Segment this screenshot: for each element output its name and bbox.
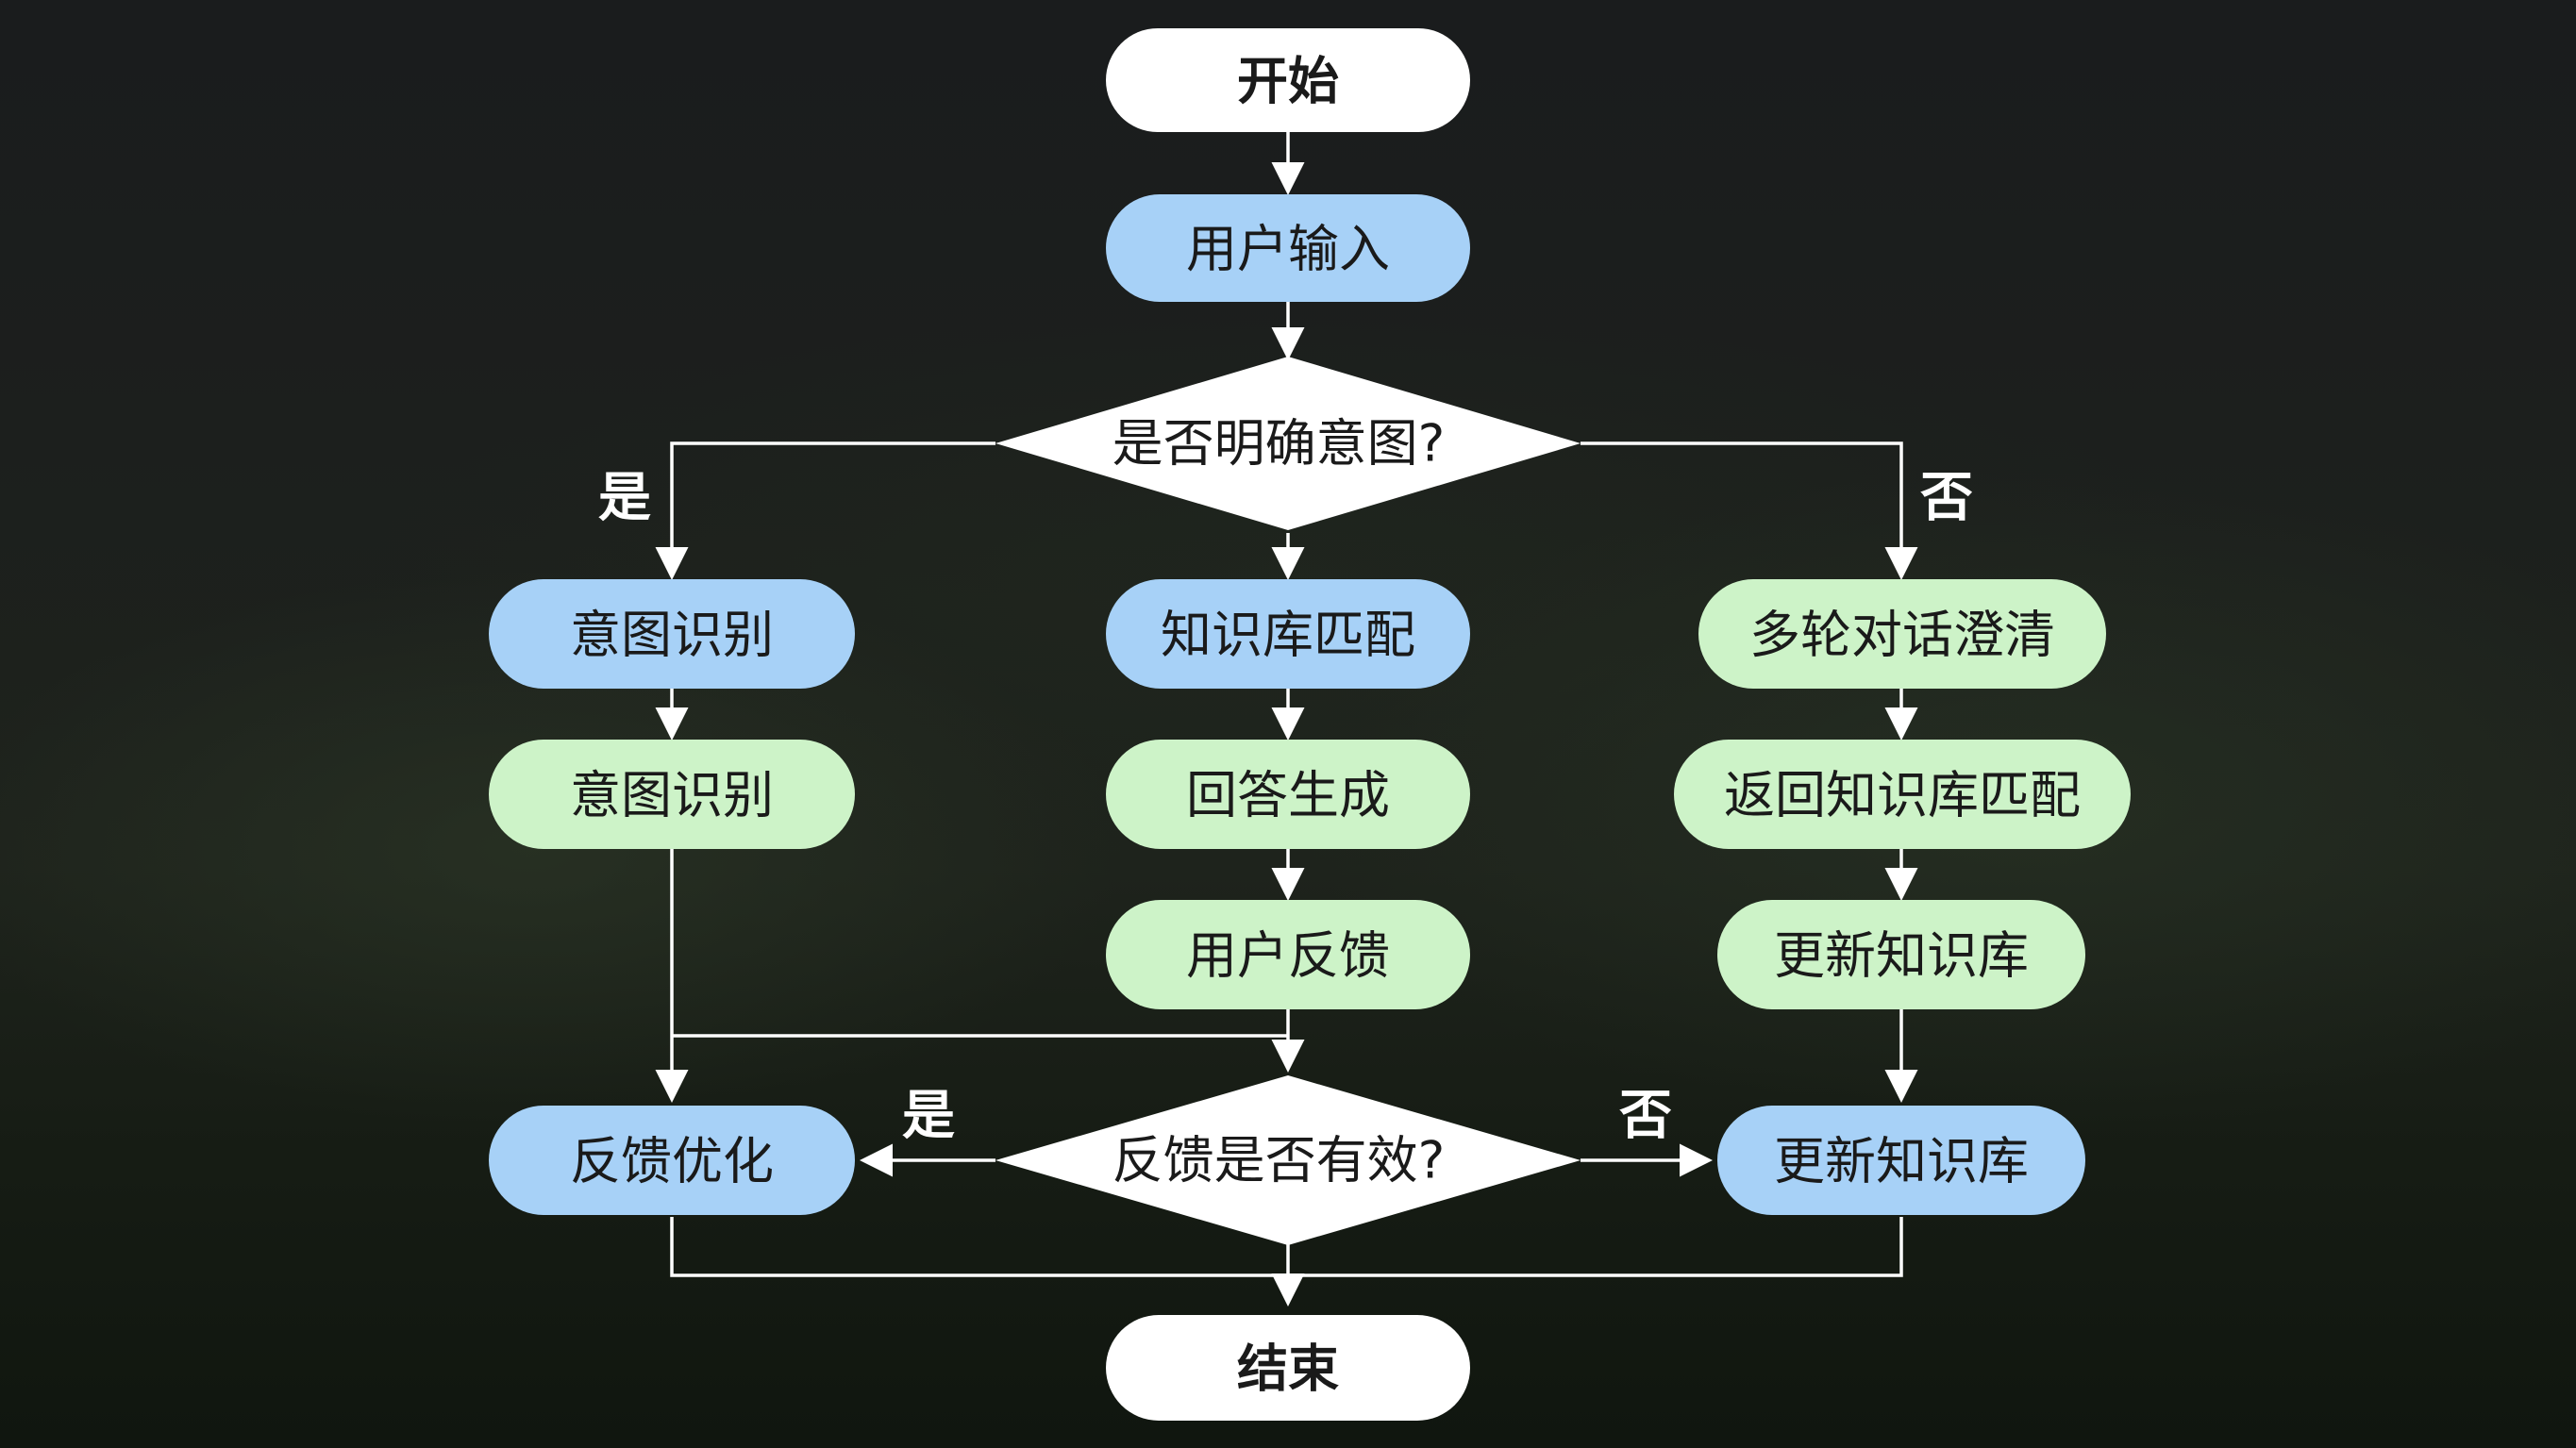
update-kb-1-label: 更新知识库 <box>1774 926 2029 986</box>
start-node: 开始 <box>1106 28 1470 132</box>
update-kb-2-label: 更新知识库 <box>1774 1132 2029 1191</box>
feedback-optimize-node: 反馈优化 <box>489 1106 855 1215</box>
answer-generation-label: 回答生成 <box>1186 766 1390 825</box>
end-label: 结束 <box>1237 1340 1339 1399</box>
connectors <box>655 132 1918 1307</box>
decision-feedback-node: 反馈是否有效? <box>995 1075 1581 1245</box>
start-label: 开始 <box>1237 52 1339 111</box>
branch-feedback-yes: 是 <box>902 1086 955 1147</box>
intent-recognition-1-label: 意图识别 <box>570 606 774 665</box>
branch-intent-no: 否 <box>1920 468 1973 529</box>
multi-turn-clarify-label: 多轮对话澄清 <box>1749 606 2055 665</box>
decision-feedback-label: 反馈是否有效? <box>1112 1131 1446 1190</box>
intent-recognition-2-node: 意图识别 <box>489 740 855 849</box>
multi-turn-clarify-node: 多轮对话澄清 <box>1698 579 2106 689</box>
intent-recognition-2-label: 意图识别 <box>570 766 774 825</box>
branch-intent-yes: 是 <box>598 468 651 529</box>
kb-match-node: 知识库匹配 <box>1106 579 1470 689</box>
kb-match-label: 知识库匹配 <box>1161 606 1415 665</box>
return-kb-match-label: 返回知识库匹配 <box>1724 766 2081 825</box>
branch-feedback-no: 否 <box>1619 1086 1672 1147</box>
edge-decision-yes-left <box>655 441 995 580</box>
user-feedback-node: 用户反馈 <box>1106 900 1470 1009</box>
intent-recognition-1-node: 意图识别 <box>489 579 855 689</box>
decision-intent-label: 是否明确意图? <box>1112 414 1446 474</box>
update-kb-1-node: 更新知识库 <box>1717 900 2085 1009</box>
user-input-node: 用户输入 <box>1106 194 1470 302</box>
decision-intent-node: 是否明确意图? <box>995 357 1581 530</box>
edge-decision-no-right <box>1581 441 1918 580</box>
user-input-label: 用户输入 <box>1186 220 1390 279</box>
update-kb-2-node: 更新知识库 <box>1717 1106 2085 1215</box>
return-kb-match-node: 返回知识库匹配 <box>1674 740 2131 849</box>
feedback-optimize-label: 反馈优化 <box>570 1132 774 1191</box>
answer-generation-node: 回答生成 <box>1106 740 1470 849</box>
user-feedback-label: 用户反馈 <box>1186 926 1390 986</box>
end-node: 结束 <box>1106 1315 1470 1421</box>
